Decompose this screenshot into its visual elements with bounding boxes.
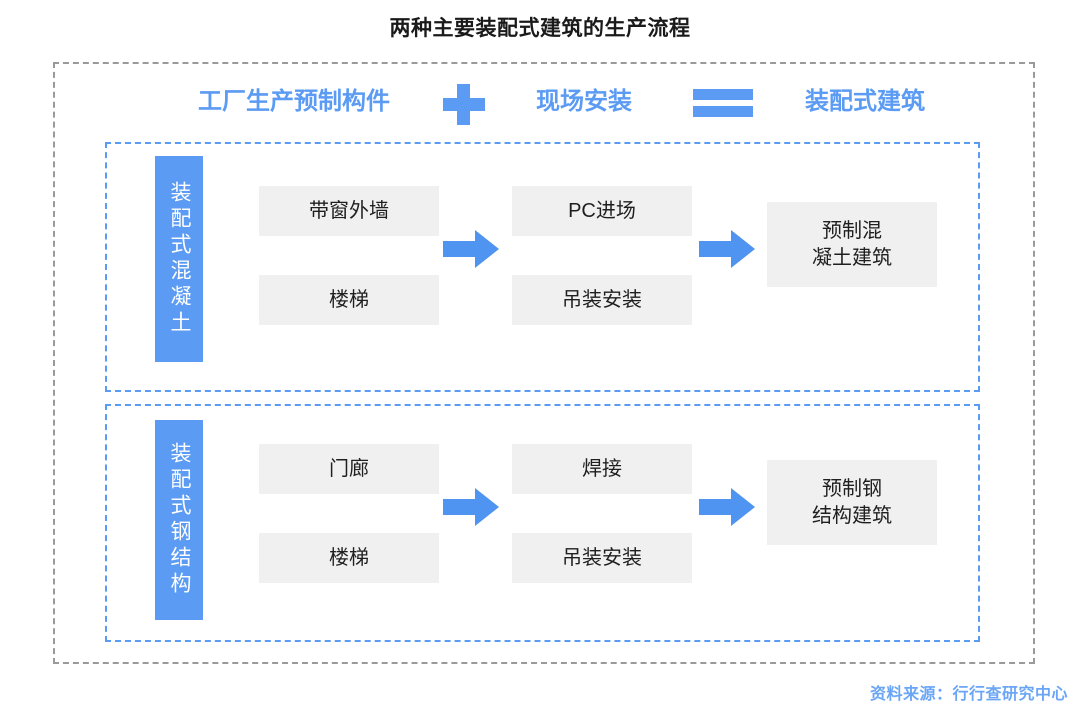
source-note: 资料来源：行行查研究中心 (869, 686, 1068, 703)
result-box-concrete-line-1: 预制混 (822, 219, 882, 242)
category-label-steel: 装配式钢结构 (155, 420, 203, 620)
arrow-right-icon (699, 488, 755, 526)
result-box-steel-line-2: 结构建筑 (812, 504, 892, 527)
equals-icon-top-bar (693, 89, 753, 100)
process-box-onsite-step-1: 焊接 (512, 444, 692, 494)
equation-term-onsite: 现场安装 (536, 88, 632, 115)
arrow-right-icon (443, 230, 499, 268)
process-box-factory-step-2: 楼梯 (259, 275, 439, 325)
process-box-onsite-step-2: 吊装安装 (512, 275, 692, 325)
result-box-concrete-line-2: 凝土建筑 (812, 246, 892, 269)
page-title: 两种主要装配式建筑的生产流程 (389, 17, 691, 40)
equals-icon-bottom-bar (693, 106, 753, 117)
process-box-factory-step-1: 门廊 (259, 444, 439, 494)
equals-icon (693, 89, 753, 119)
plus-icon-vertical-bar (457, 84, 470, 125)
result-box-steel-line-1: 预制钢 (822, 477, 882, 500)
process-row-steel: 装配式钢结构 门廊 楼梯 焊接 吊装安装 预制钢 结构建筑 (105, 404, 980, 642)
diagram-outer-frame (53, 62, 1035, 664)
arrow-right-icon (699, 230, 755, 268)
equation-header: 工厂生产预制构件 现场安装 装配式建筑 (53, 80, 1035, 125)
equation-term-factory: 工厂生产预制构件 (198, 88, 390, 115)
process-box-factory-step-2: 楼梯 (259, 533, 439, 583)
result-box-steel: 预制钢 结构建筑 (767, 460, 937, 545)
process-box-factory-step-1: 带窗外墙 (259, 186, 439, 236)
arrow-right-icon (443, 488, 499, 526)
category-label-concrete: 装配式混凝土 (155, 156, 203, 362)
plus-icon (443, 83, 485, 125)
result-box-concrete: 预制混 凝土建筑 (767, 202, 937, 287)
process-box-onsite-step-2: 吊装安装 (512, 533, 692, 583)
process-box-onsite-step-1: PC进场 (512, 186, 692, 236)
equation-term-result: 装配式建筑 (805, 88, 925, 115)
process-row-concrete: 装配式混凝土 带窗外墙 楼梯 PC进场 吊装安装 预制混 凝土建筑 (105, 142, 980, 392)
